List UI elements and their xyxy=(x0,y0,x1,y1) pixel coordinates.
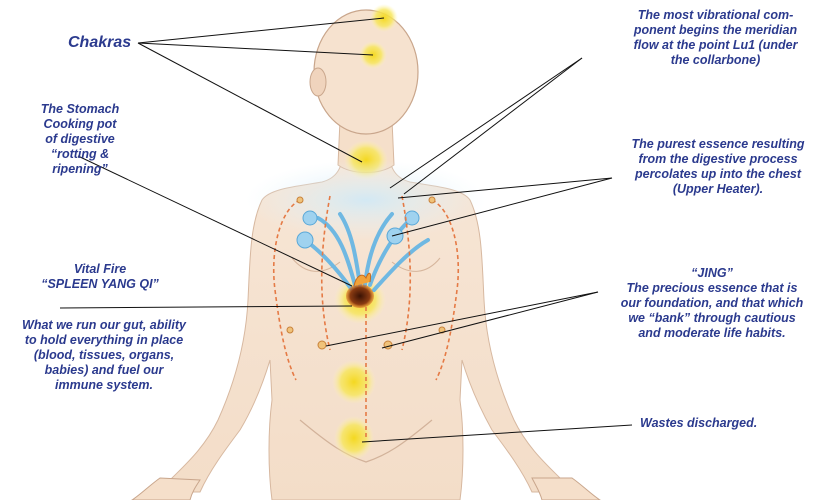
label-stomach: The Stomach Cooking pot of digestive “ro… xyxy=(10,102,150,177)
label-vital-fire: Vital Fire “SPLEEN YANG QI” xyxy=(20,262,180,292)
label-jing: “JING” The precious essence that is our … xyxy=(600,266,824,341)
label-wastes: Wastes discharged. xyxy=(640,416,757,431)
label-meridian-flow: The most vibrational com- ponent begins … xyxy=(608,8,823,68)
label-purest-essence: The purest essence resulting from the di… xyxy=(612,137,824,197)
label-spleen-function: What we run our gut, ability to hold eve… xyxy=(4,318,204,393)
label-chakras: Chakras xyxy=(68,33,131,52)
